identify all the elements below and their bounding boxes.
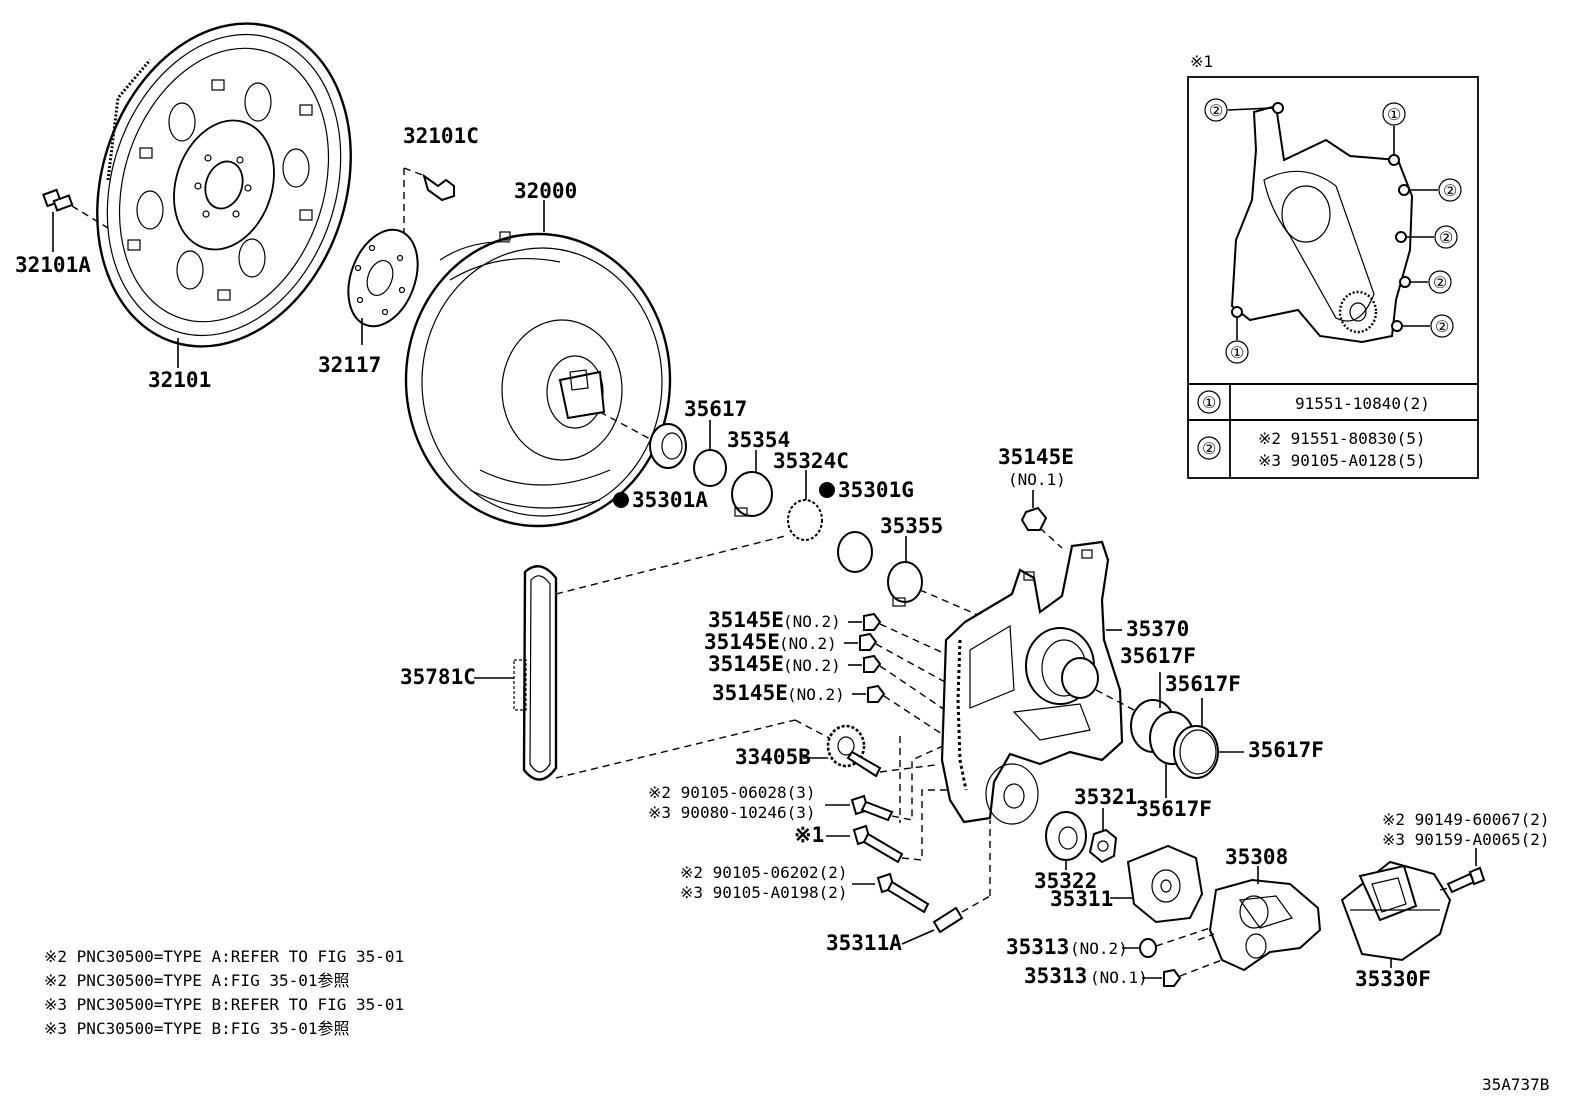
label-35311A: 35311A <box>826 931 902 955</box>
label-bolt-3a: ※2 90105-06202(2) <box>680 863 848 882</box>
inset-row1-value: 91551-10840(2) <box>1295 394 1430 413</box>
inset-row1-key: ① <box>1202 393 1216 412</box>
label-35781C: 35781C <box>400 665 476 689</box>
bolt-90149-60067 <box>1446 866 1486 894</box>
label-35308: 35308 <box>1225 845 1288 869</box>
inset-callout-2-c: ② <box>1439 228 1453 247</box>
label-32101: 32101 <box>148 368 211 392</box>
label-no2-35313: (NO.2) <box>1070 939 1128 958</box>
housing-35308 <box>1197 878 1322 972</box>
inset-panel: ※1 ② ① ② ② ② ② <box>1187 52 1479 479</box>
seal-35301A <box>649 423 687 469</box>
label-35145E-a: 35145E <box>708 608 784 632</box>
label-no2-d: (NO.2) <box>787 685 845 704</box>
label-35617F-a: 35617F <box>1120 644 1196 668</box>
chain-35781C <box>513 565 558 781</box>
inset-callout-2-e: ② <box>1435 317 1449 336</box>
bolt-32101C <box>403 167 455 235</box>
label-bolt-2: ※1 <box>794 823 824 847</box>
label-no1-top: (NO.1) <box>1008 470 1066 489</box>
gear-35321 <box>1088 828 1118 864</box>
label-35145E-top: 35145E <box>998 445 1074 469</box>
label-no2-b: (NO.2) <box>779 634 837 653</box>
bolt-inset-ref <box>852 824 904 864</box>
note-2: ※2 PNC30500=TYPE A:FIG 35-01参照 <box>44 971 350 990</box>
label-35145E-d: 35145E <box>712 681 788 705</box>
bolt-90105-06028 <box>850 794 894 822</box>
sprocket-33405B <box>826 724 882 778</box>
label-35617F-d: 35617F <box>1136 797 1212 821</box>
label-35321: 35321 <box>1074 785 1137 809</box>
label-35311: 35311 <box>1050 887 1113 911</box>
inset-callout-2-a: ② <box>1209 101 1223 120</box>
nuts-35145E-no2 <box>844 589 986 737</box>
label-right-bolt-b: ※3 90159-A0065(2) <box>1382 830 1550 849</box>
pin-35311A <box>932 906 964 934</box>
label-35370: 35370 <box>1126 617 1189 641</box>
label-35354: 35354 <box>727 428 790 452</box>
ring-35617 <box>693 449 727 487</box>
inset-callout-2-b: ② <box>1443 181 1457 200</box>
inset-row2-value-a: ※2 91551-80830(5) <box>1258 429 1426 448</box>
pump-body-35370 <box>940 540 1139 825</box>
label-35322: 35322 <box>1034 869 1097 893</box>
pump-cover-35311 <box>1126 844 1204 924</box>
label-35355: 35355 <box>880 514 943 538</box>
label-35617F-c: 35617F <box>1248 738 1324 762</box>
strainer-35330F <box>1340 860 1452 962</box>
nuts-35313 <box>1122 927 1223 987</box>
bush-35355 <box>837 531 923 607</box>
inset-title: ※1 <box>1190 52 1213 71</box>
label-33405B: 33405B <box>735 745 811 769</box>
label-32117: 32117 <box>318 353 381 377</box>
note-4: ※3 PNC30500=TYPE B:FIG 35-01参照 <box>44 1019 350 1038</box>
drive-plate-32101 <box>96 22 352 348</box>
ring-35354 <box>731 471 773 517</box>
label-35145E-b: 35145E <box>704 630 780 654</box>
label-35145E-c: 35145E <box>708 652 784 676</box>
label-no2-a: (NO.2) <box>783 612 841 631</box>
footnotes: ※2 PNC30500=TYPE A:REFER TO FIG 35-01 ※2… <box>44 947 404 1038</box>
plate-32117 <box>347 228 419 328</box>
label-32000: 32000 <box>514 179 577 203</box>
inset-callout-2-d: ② <box>1433 273 1447 292</box>
label-35313-b: 35313 <box>1024 964 1087 988</box>
label-35324C: 35324C <box>773 449 849 473</box>
label-32101C: 32101C <box>403 124 479 148</box>
bolt-32101A <box>42 188 109 252</box>
note-3: ※3 PNC30500=TYPE B:REFER TO FIG 35-01 <box>44 995 404 1014</box>
figure-code: 35A737B <box>1482 1075 1549 1094</box>
label-35330F: 35330F <box>1355 967 1431 991</box>
label-35301G: 35301G <box>838 478 914 502</box>
bolt-90105-06202 <box>876 872 930 914</box>
label-bolt-3b: ※3 90105-A0198(2) <box>680 883 848 902</box>
label-right-bolt-a: ※2 90149-60067(2) <box>1382 810 1550 829</box>
label-bolt-1a: ※2 90105-06028(3) <box>648 783 816 802</box>
bullet-35301A <box>613 492 629 508</box>
inset-row2-key: ② <box>1202 439 1216 458</box>
ring-35324C <box>787 499 823 541</box>
rings-35617F <box>1130 699 1219 779</box>
label-35313-a: 35313 <box>1006 935 1069 959</box>
inset-callout-1-a: ① <box>1387 105 1401 124</box>
label-35617F-b: 35617F <box>1165 672 1241 696</box>
label-35617: 35617 <box>684 397 747 421</box>
nut-35145E-top <box>1020 506 1048 531</box>
label-no1-35313: (NO.1) <box>1090 968 1148 987</box>
rotor-35322 <box>1045 811 1087 861</box>
label-no2-c: (NO.2) <box>783 656 841 675</box>
label-35301A: 35301A <box>632 488 708 512</box>
inset-callout-1-b: ① <box>1230 343 1244 362</box>
inset-row2-value-b: ※3 90105-A0128(5) <box>1258 451 1426 470</box>
bullet-35301G <box>819 482 835 498</box>
label-32101A: 32101A <box>15 253 91 277</box>
label-bolt-1b: ※3 90080-10246(3) <box>648 803 816 822</box>
torque-converter-32000 <box>404 231 672 528</box>
note-1: ※2 PNC30500=TYPE A:REFER TO FIG 35-01 <box>44 947 404 966</box>
